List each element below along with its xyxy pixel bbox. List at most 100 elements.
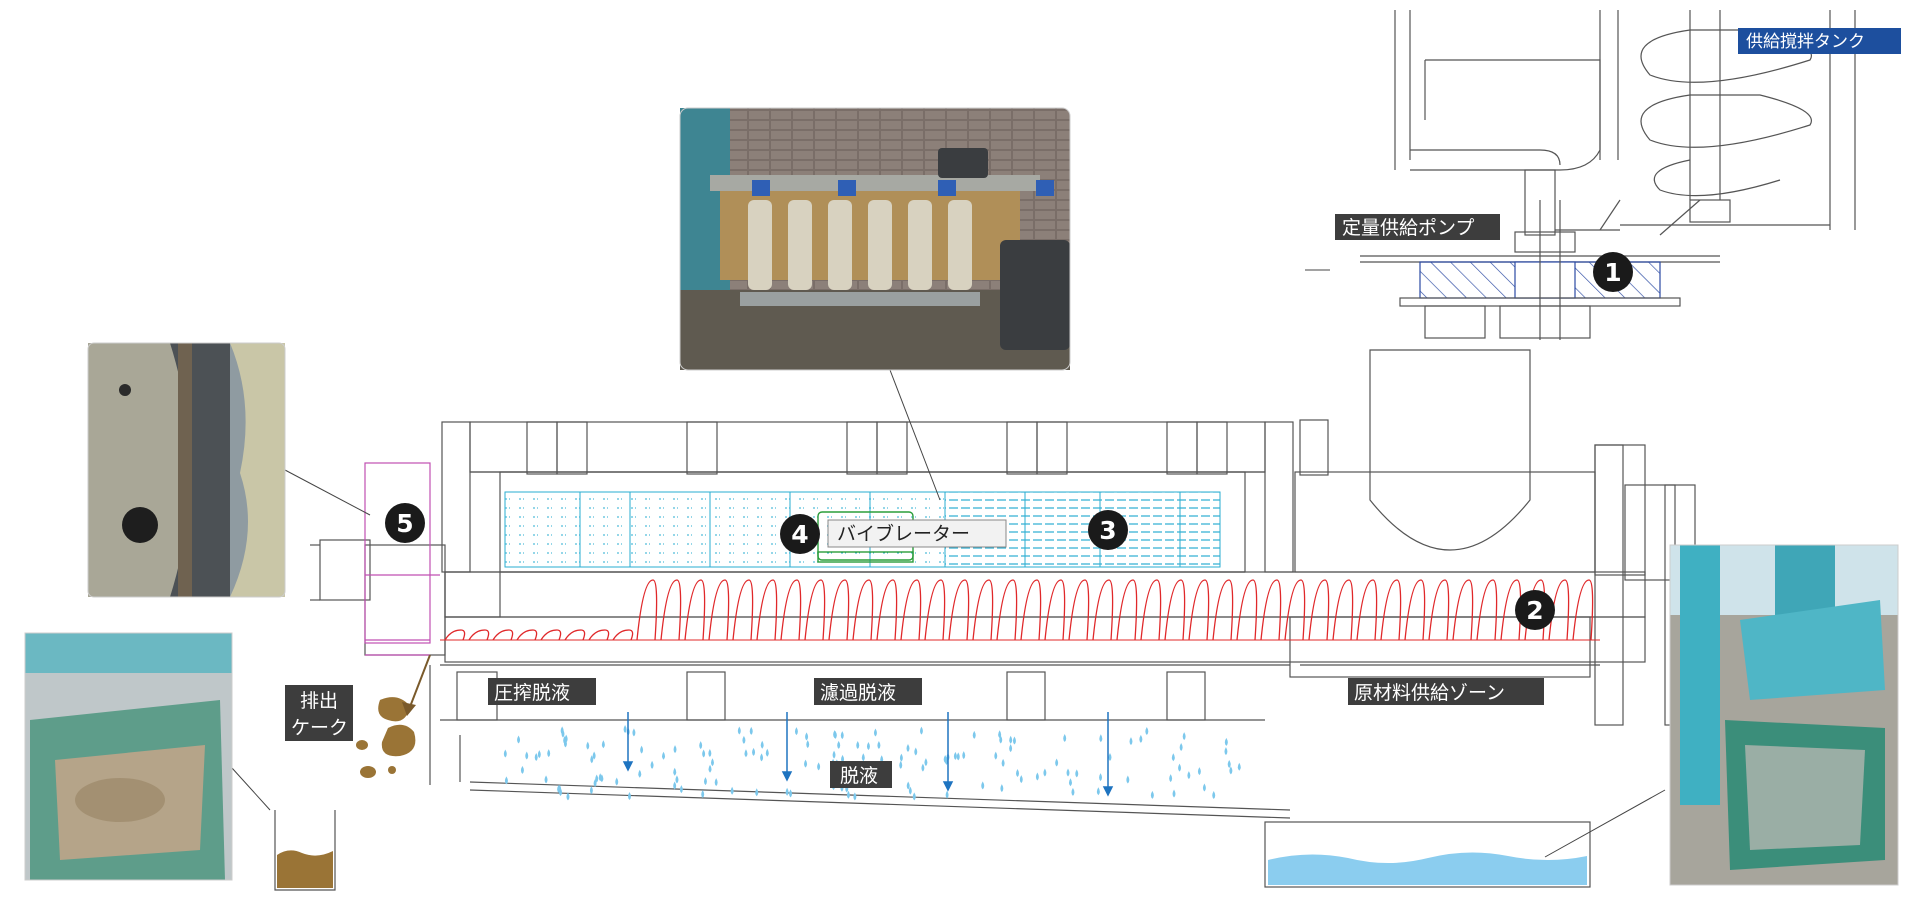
filtrate-drop [760, 753, 764, 762]
screw-flight [492, 629, 514, 641]
filtrate-drop [525, 751, 529, 760]
filtrate-drop [806, 740, 810, 749]
screw-flight [588, 629, 610, 641]
screw-flight [1020, 579, 1042, 641]
discharge-cake-label-line1: 排出 [300, 690, 338, 712]
cake-arrow [407, 654, 431, 713]
filtrate-drop [956, 752, 960, 761]
filtrate-drop [789, 789, 793, 798]
raw-material-zone-label-box [1348, 678, 1544, 705]
screw-flight [1284, 579, 1306, 641]
filtrate-drop [899, 753, 903, 762]
filtrate-drop [1096, 787, 1100, 796]
photo-filtrate-tray [1669, 544, 1899, 886]
filtrate-drop [1237, 762, 1241, 771]
filtrate-drop [837, 740, 841, 749]
screw-flight [660, 579, 682, 641]
svg-text:2: 2 [1526, 596, 1543, 625]
filtrate-drop [586, 741, 590, 750]
filtrate-drop [703, 777, 707, 786]
screw-flight [1092, 579, 1114, 641]
filtrate-drop [1066, 768, 1070, 777]
filtrate-drop [861, 753, 865, 762]
screw-flight [876, 579, 898, 641]
filtrate-drop [972, 730, 976, 739]
filtrate-drop [921, 763, 925, 772]
supply-tank-label: 供給撹拌タンク [1746, 32, 1865, 52]
filtrate-drop [1179, 742, 1183, 751]
filtrate-drop [1063, 733, 1067, 742]
filtrate-drop [537, 750, 541, 759]
filtrate-drop [730, 786, 734, 795]
svg-text:4: 4 [791, 520, 808, 549]
filtrate-drop [1197, 767, 1201, 776]
filtrate-drop [1224, 747, 1228, 756]
filtrate-drop [673, 767, 677, 776]
metering-pump-label-box [1335, 214, 1500, 240]
screw-flight [1044, 579, 1066, 641]
screw-flight [708, 579, 730, 641]
filtrate-drop [1071, 787, 1075, 796]
filtrate-drop [744, 749, 748, 758]
filtrate-drop [675, 775, 679, 784]
screw-flight [1236, 579, 1258, 641]
filtrate-label-box [830, 761, 892, 788]
screw-flight [540, 629, 562, 641]
filtrate-drop [749, 726, 753, 735]
screw-flight [1308, 579, 1330, 641]
marker-2: 2 [1515, 590, 1555, 630]
filtrate-drop [1000, 784, 1004, 793]
filtrate-drop [504, 776, 508, 785]
leader-lines [231, 269, 1666, 858]
filtrate-drop [994, 751, 998, 760]
screw-flight [756, 579, 778, 641]
screw-flight [1428, 579, 1450, 641]
photo-discharge-ring [87, 342, 286, 598]
filtrate-drop [547, 749, 551, 758]
screw-flight [516, 629, 538, 641]
screw-flight [612, 629, 634, 641]
filtrate-drop [1202, 783, 1206, 792]
screw-flight [1356, 579, 1378, 641]
filtrate-drop [846, 790, 850, 799]
cake-particles [356, 697, 416, 778]
filter-filtrate-label: 濾過脱液 [820, 682, 896, 704]
filtrate-drop [1229, 766, 1233, 775]
filtrate-drop [615, 777, 619, 786]
filtrate-drop [589, 786, 593, 795]
filtrate-drop [1099, 773, 1103, 782]
filtrate-drop [853, 792, 857, 801]
marker-4: 4 [780, 514, 820, 554]
marker-3: 3 [1088, 510, 1128, 550]
filtrate-drop [592, 751, 596, 760]
filtrate-drop [699, 741, 703, 750]
filtrate-drop [1171, 753, 1175, 762]
screw-flight [1116, 579, 1138, 641]
discharge-cake-label-line2: ケーク [291, 717, 348, 739]
filtrate-drop [595, 774, 599, 783]
filtrate-arrows [622, 712, 1114, 797]
filtrate-drop [679, 785, 683, 794]
screw-flight [1404, 579, 1426, 641]
filtrate-drop [924, 758, 928, 767]
filtrate-drop [1035, 772, 1039, 781]
screw-flight [852, 579, 874, 641]
filtrate-drop [1150, 790, 1154, 799]
discharge-cake-label-box [285, 685, 353, 741]
filtrate-drop [701, 790, 705, 799]
filtrate-drop [1129, 737, 1133, 746]
filtrate-drop [760, 740, 764, 749]
filtrate-drop [662, 751, 666, 760]
filtrate-drop [708, 764, 712, 773]
filtrate-drop [785, 787, 789, 796]
filtrate-drop [1009, 744, 1013, 753]
filtrate-drop [1224, 737, 1228, 746]
filtrate-drop [673, 745, 677, 754]
filtrate-drop [945, 790, 949, 799]
filtrate-drop [1126, 775, 1130, 784]
screw-flight [924, 579, 946, 641]
filtrate-drop [1178, 763, 1182, 772]
filtrate-drop [1001, 758, 1005, 767]
filtrate-drop [899, 760, 903, 769]
filtrate-drop [1212, 790, 1216, 799]
